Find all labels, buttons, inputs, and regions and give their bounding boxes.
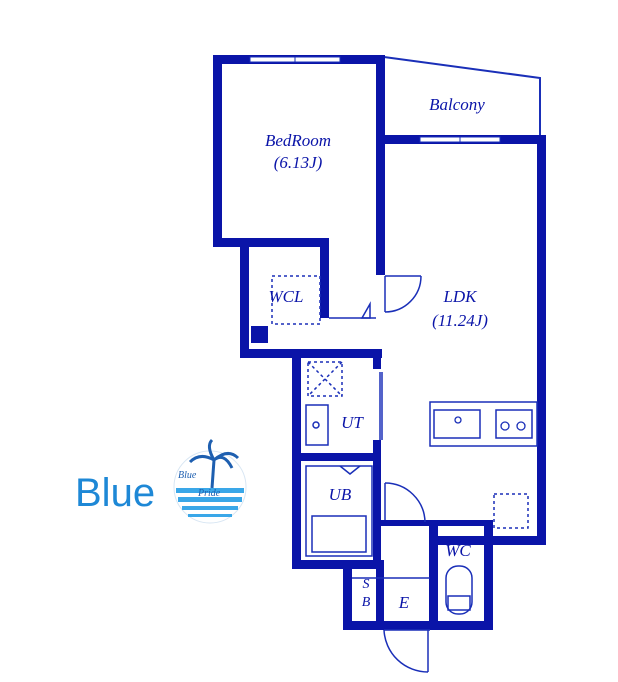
logo-text: Blue xyxy=(75,471,155,515)
sb-label-line1: S xyxy=(363,577,370,592)
blue-pride-logo: Blue Blue Pride xyxy=(75,438,247,524)
logo-badge xyxy=(173,450,247,524)
balcony-label: Balcony xyxy=(429,95,485,114)
interior-lines xyxy=(271,275,538,673)
windows xyxy=(249,56,501,143)
badge-line1: Blue xyxy=(178,470,197,481)
entrance-label: E xyxy=(398,593,410,612)
balcony-outline xyxy=(383,56,541,140)
ut-label: UT xyxy=(341,413,364,432)
stove-burners xyxy=(500,421,526,431)
ldk-size: (11.24J) xyxy=(432,311,488,330)
kitchen-sink xyxy=(454,416,462,424)
bedroom-label: BedRoom xyxy=(265,131,331,150)
badge-line2: Pride xyxy=(197,488,221,499)
sb-label-line2: B xyxy=(362,595,371,610)
wc-label: WC xyxy=(445,541,471,560)
palm-tree-icon xyxy=(188,438,240,489)
bedroom-size: (6.13J) xyxy=(274,153,323,172)
ldk-label: LDK xyxy=(442,287,478,306)
ub-label: UB xyxy=(329,485,352,504)
wcl-label: WCL xyxy=(269,287,304,306)
